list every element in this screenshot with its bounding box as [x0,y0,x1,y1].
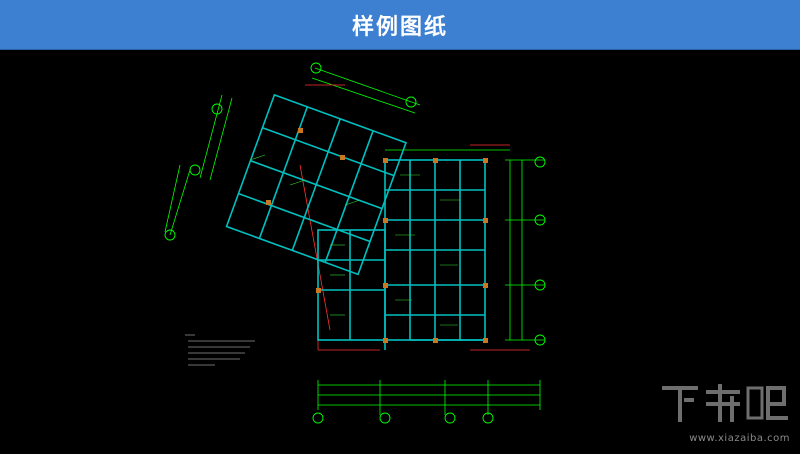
watermark: www.xiazaiba.com [660,380,790,444]
cad-drawing-canvas[interactable] [0,50,800,450]
red-boundary-lines [299,84,530,351]
main-structural-grid [317,159,486,350]
drawing-notes [185,334,255,366]
floor-plan-svg [164,62,546,424]
watermark-url: www.xiazaiba.com [689,433,790,444]
title-bar: 样例图纸 [0,0,800,50]
xiazaiba-logo-icon [662,384,788,422]
window-title: 样例图纸 [351,14,448,40]
axis-markers [164,62,546,424]
columns [266,128,488,343]
room-annotations [249,154,460,326]
rotated-wing-grid [225,93,407,276]
dimension-lines [164,67,545,415]
